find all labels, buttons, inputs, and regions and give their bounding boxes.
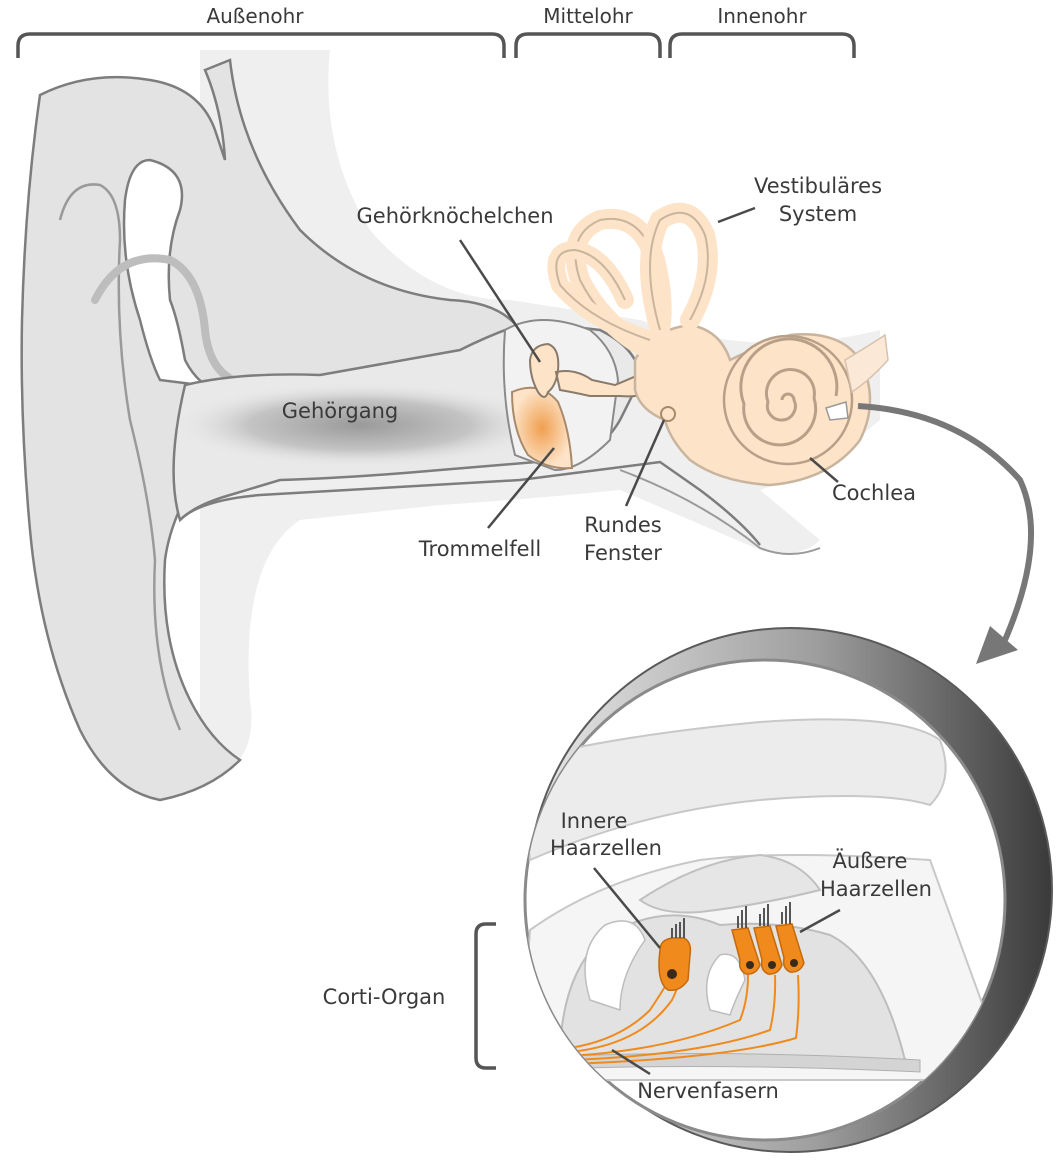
outer-hair-cell-2 [753,925,783,975]
inner-hair-cell-body [658,937,692,992]
nerve-fibers-leader [611,1048,651,1076]
lower-ear-contour [179,460,761,546]
inner-hair-label-line2: Haarzellen [550,836,662,860]
middle-ear [502,319,658,472]
vestibular-leader [717,206,756,224]
nerve-fiber-5 [569,974,800,1065]
neck-contour [619,469,821,555]
zoom-arrow-shaft [857,403,1034,642]
cochlea-spiral [739,337,839,447]
outer-hair-cell-3-nucleus [790,959,798,967]
corti-tunnel [705,953,746,1016]
cochlea-label: Cochlea [832,481,916,505]
nerve-fiber-2 [569,984,679,1053]
vestibular-label-line2: System [779,202,857,226]
cochlea-leader [809,457,839,483]
outer-hair-label-line1: Äußere [833,848,908,873]
ear-canal-shading [175,383,545,467]
semicircular-canal-posterior-outline [649,211,709,331]
round-window-label-line2: Fenster [584,541,662,565]
ear-canal-label: Gehörgang [282,399,398,423]
inner-ear-label: Innenohr [717,4,807,28]
outer-hair-cell-3 [775,923,805,973]
semicircular-canal-lateral-outline [555,248,651,341]
semicircular-canal-posterior [640,202,718,340]
zoom-arrow [857,403,1034,664]
middle-ear-label: Mittelohr [543,4,633,28]
nerve-fiber-1 [569,984,667,1049]
outer-hair-leader [799,908,841,934]
inner-ear-bracket [668,32,856,58]
inner-hair-cell-stereocilia [671,918,685,938]
reissner-membrane [525,718,947,862]
eardrum-leader [487,447,555,529]
outer-hair-cell-2-nucleus [768,961,776,969]
outer-hair-label-line2: Haarzellen [820,877,932,901]
cochlea-outer [722,334,854,466]
inner-hair-cell-nucleus [667,969,677,979]
auricle [20,58,522,802]
corti-organ-bracket [474,922,496,1070]
corti-organ-bracket-group: Corti-Organ [323,922,496,1070]
nerve-fibers-label: Nervenfasern [637,1079,779,1103]
vestibular-label-line1: Vestibuläres [754,174,882,198]
zoom-arrow-head [976,626,1018,664]
inner-tunnel [584,920,646,1012]
inner-hair-leader [593,867,661,949]
acoustic-nerve [844,333,889,394]
round-window-leader [624,419,666,507]
inner-ear [547,202,889,487]
leader-lines [458,206,839,529]
magnifier: Innere Haarzellen Äußere Haarzellen Nerv… [523,627,1053,1153]
tectorial-membrane [638,853,822,914]
magnifier-leader-lines [593,867,841,1076]
corti-organ-label: Corti-Organ [323,985,446,1009]
eardrum-label: Trommelfell [418,537,541,561]
corti-organ-illustration [525,718,1005,1081]
antihelix [91,254,254,389]
outer-ear-label: Außenohr [206,4,304,28]
ossicles-label: Gehörknöchelchen [357,204,554,228]
outer-hair-cell-stereocilia [737,902,791,928]
outer-ear-bracket [16,32,506,58]
outer-hair-cells [731,902,805,975]
round-window [660,406,676,422]
cochlea-nerve-stump [825,401,849,421]
nerve-fiber-4 [569,974,777,1061]
inner-hair-cell [658,918,692,992]
region-brackets: Außenohr Mittelohr Innenohr [16,4,856,58]
inner-hair-label-line1: Innere [561,809,628,833]
middle-ear-bracket [514,32,662,58]
outer-hair-cell-1-nucleus [746,961,754,969]
nerve-fibers [569,974,800,1065]
ossicles-leader [458,239,542,363]
helix-rim [58,183,182,731]
round-window-label-line1: Rundes [584,513,661,537]
